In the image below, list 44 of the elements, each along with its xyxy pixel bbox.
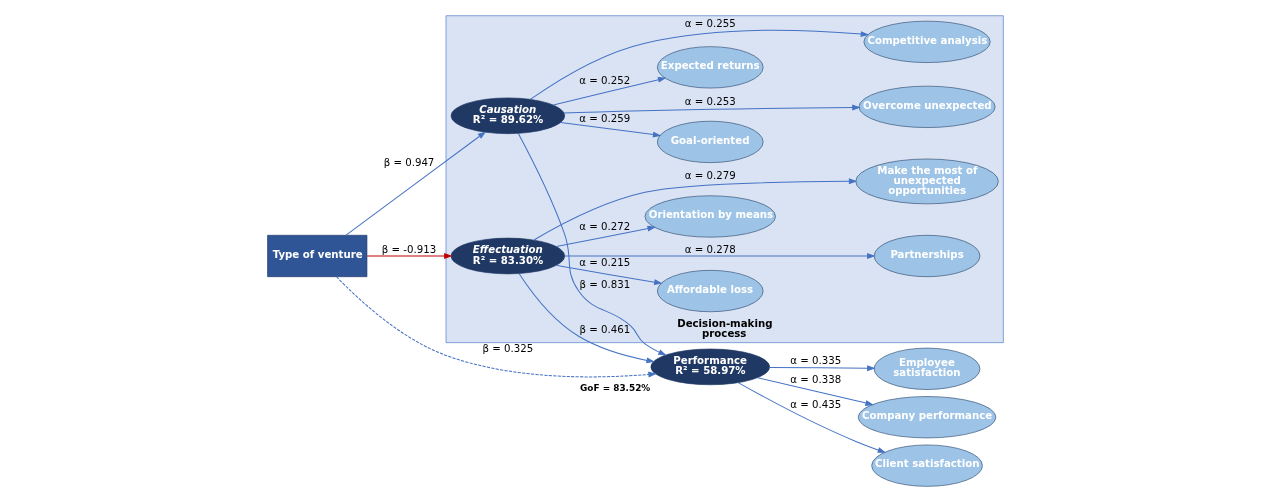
arrow bbox=[345, 131, 486, 236]
node-ellipse: Make the most of unexpected opportunities bbox=[854, 158, 999, 205]
node-ellipse: Competitive analysis bbox=[863, 20, 991, 63]
edge-label: α = 0.335 bbox=[789, 355, 841, 367]
node-label: GoF = 83.52% bbox=[579, 383, 650, 394]
node-box: Type of venture bbox=[266, 234, 367, 277]
arrow bbox=[563, 104, 861, 114]
arrow bbox=[552, 76, 666, 106]
edge-label: α = 0.279 bbox=[684, 170, 736, 182]
edge-label: α = 0.252 bbox=[578, 75, 630, 87]
arrow bbox=[517, 133, 667, 356]
node-ellipse: Affordable loss bbox=[656, 270, 763, 313]
arrow bbox=[756, 377, 874, 406]
node-ellipse: Causation R² = 89.62% bbox=[450, 97, 565, 134]
node-ellipse: Goal-oriented bbox=[656, 120, 763, 163]
node-ellipse: Partnerships bbox=[873, 234, 980, 277]
edge-label: α = 0.278 bbox=[684, 243, 736, 255]
node-ellipse: Company performance bbox=[857, 396, 996, 439]
arrow bbox=[563, 253, 876, 259]
arrow bbox=[737, 382, 886, 453]
arrow bbox=[335, 276, 657, 378]
edge-label: β = 0.461 bbox=[578, 323, 630, 335]
edge-label: α = 0.272 bbox=[578, 220, 630, 232]
arrow bbox=[768, 365, 876, 372]
node-ellipse: Employee satisfaction bbox=[873, 347, 980, 390]
edge-label: β = -0.913 bbox=[381, 243, 436, 255]
arrow bbox=[518, 273, 655, 364]
edge-label: β = 0.831 bbox=[578, 278, 630, 290]
edge-label: α = 0.338 bbox=[789, 373, 841, 385]
edge-label: α = 0.255 bbox=[684, 18, 736, 30]
arrow bbox=[555, 225, 656, 248]
arrow bbox=[366, 253, 453, 259]
arrow bbox=[529, 29, 869, 100]
edge-label: α = 0.215 bbox=[578, 257, 630, 269]
edge-label: α = 0.253 bbox=[684, 96, 736, 108]
edge-label: β = 0.325 bbox=[482, 343, 533, 355]
edge-label: α = 0.435 bbox=[789, 398, 841, 410]
arrow bbox=[559, 122, 661, 138]
node-ellipse: Overcome unexpected bbox=[858, 85, 995, 128]
edge-label: α = 0.259 bbox=[578, 113, 630, 125]
edge-label: β = 0.947 bbox=[383, 157, 434, 168]
node-ellipse: Effectuation R² = 83.30% bbox=[450, 237, 565, 275]
arrow bbox=[555, 264, 663, 286]
arrow bbox=[532, 178, 857, 241]
